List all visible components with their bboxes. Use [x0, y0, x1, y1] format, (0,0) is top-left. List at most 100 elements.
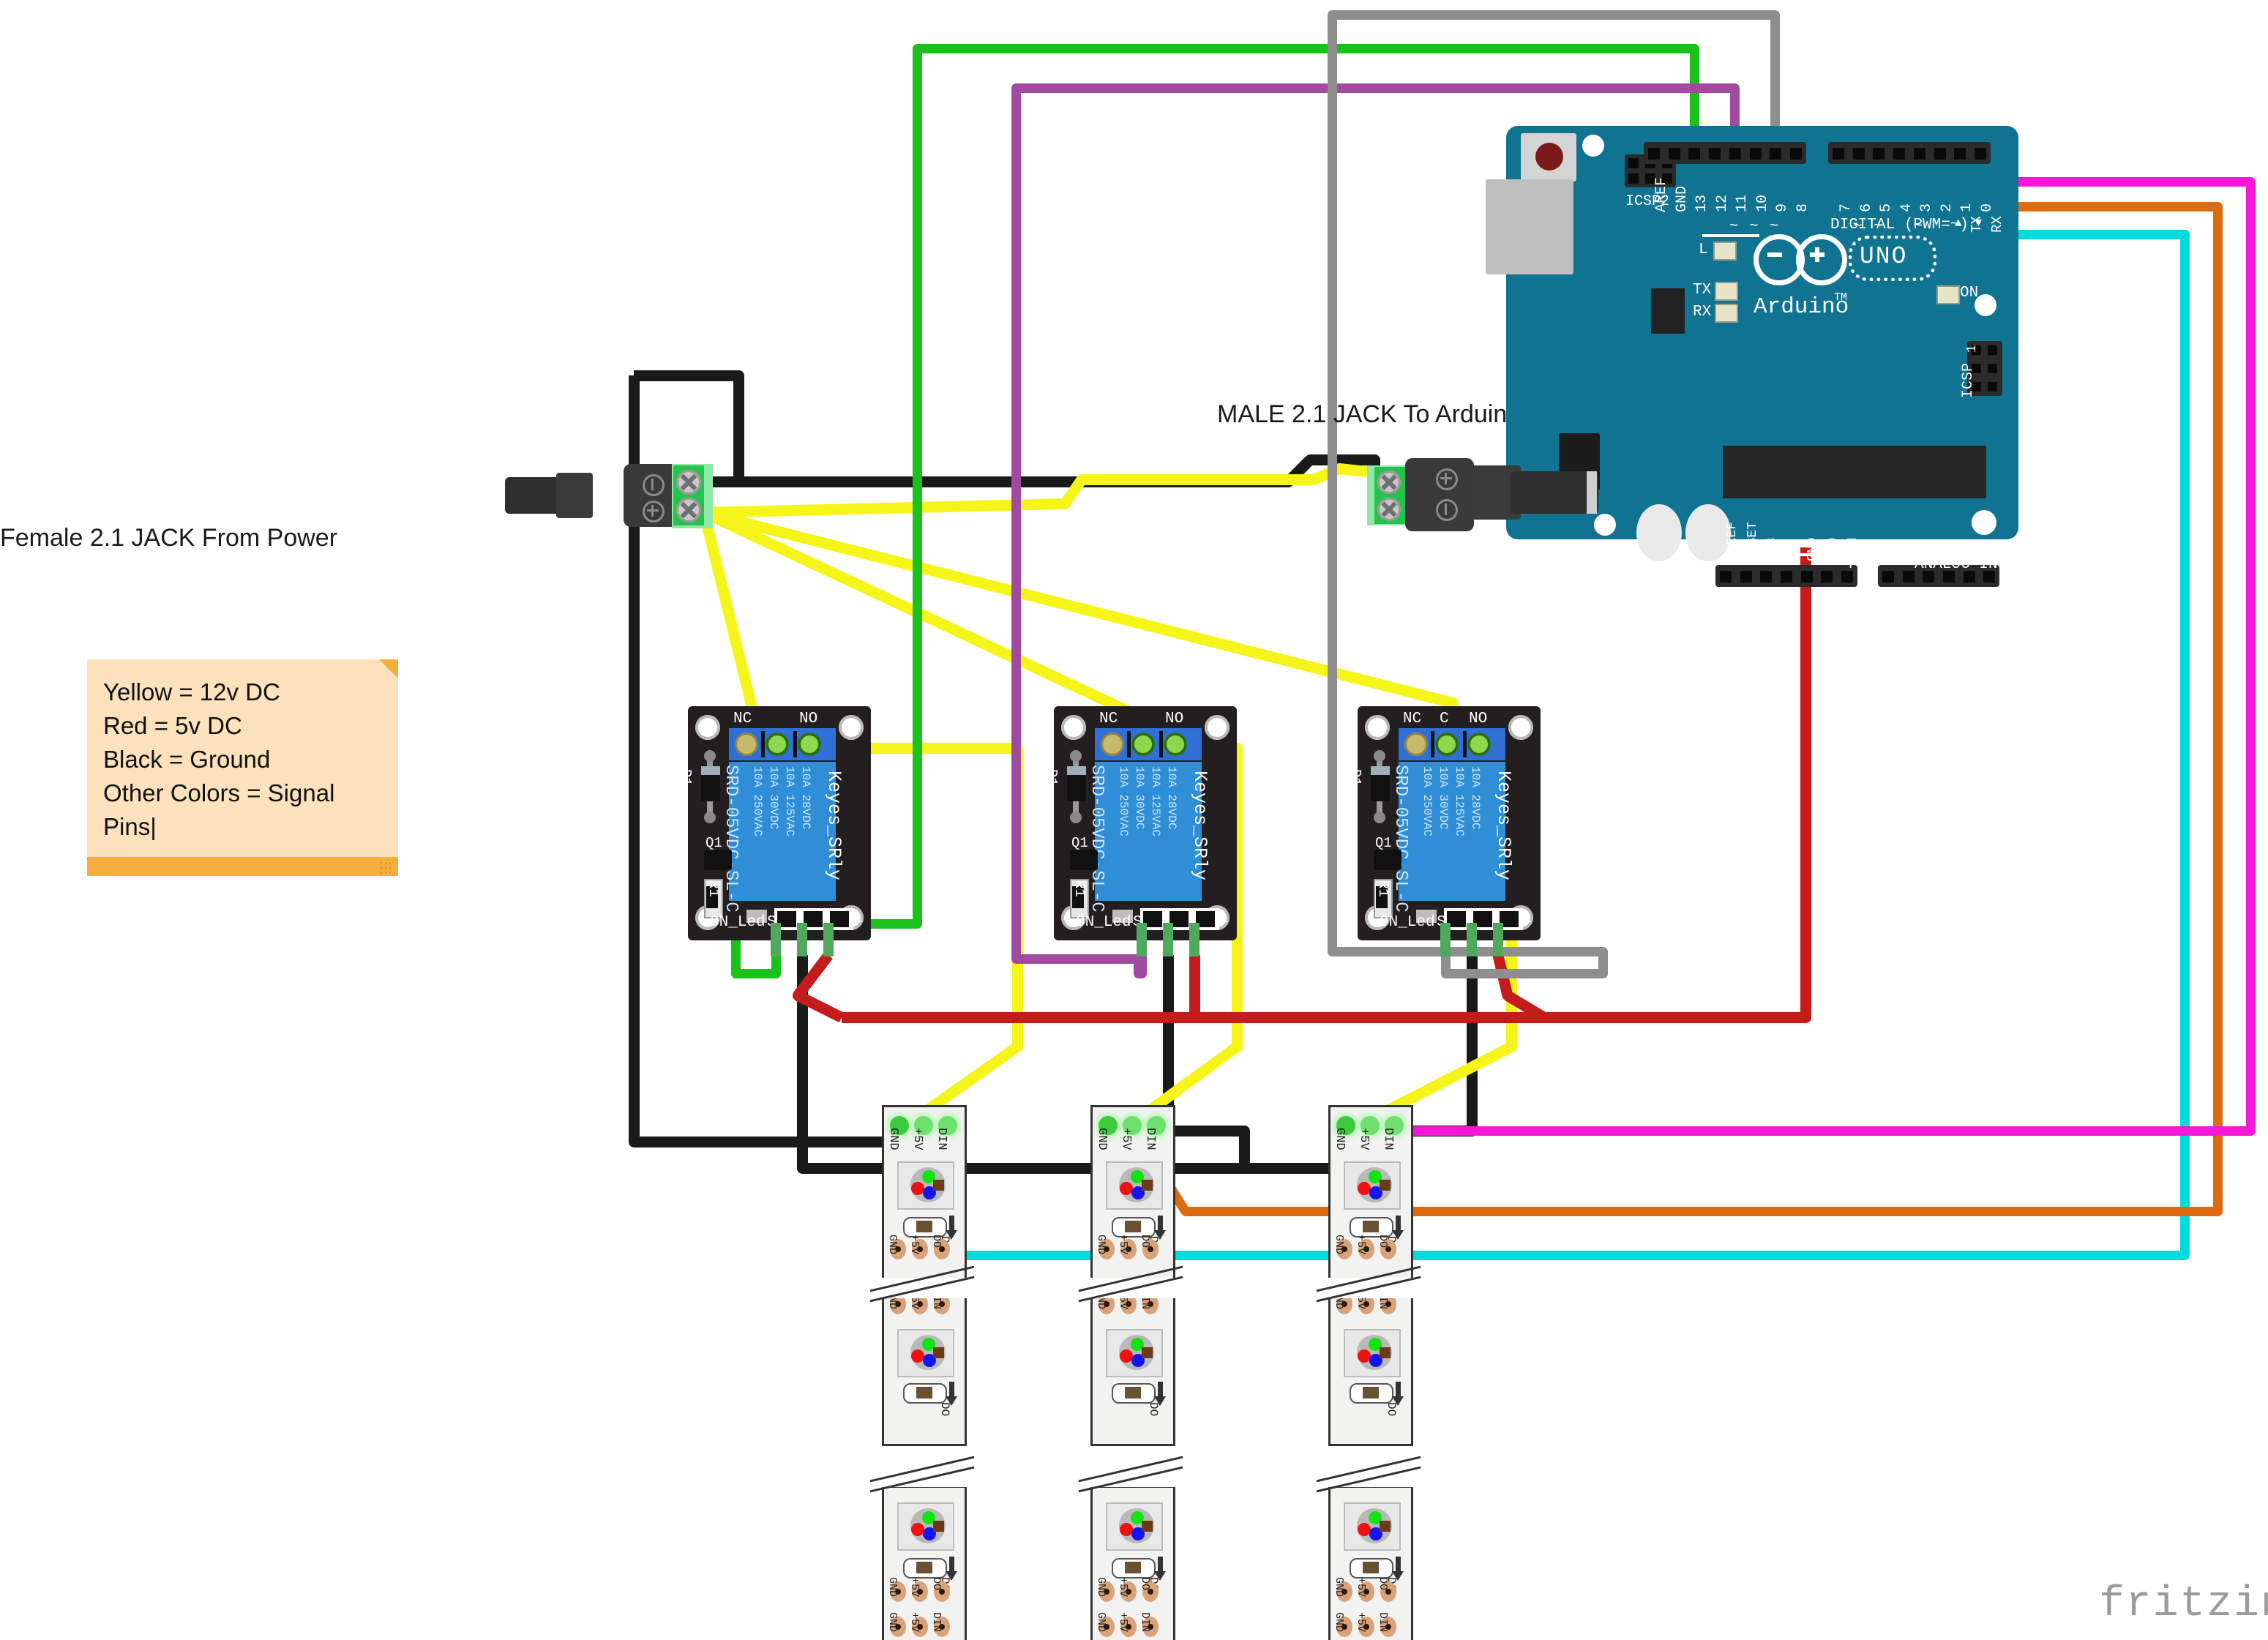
header-hole[interactable] [1832, 148, 1844, 160]
wire-yellow-12v-relay2-c[interactable] [701, 507, 1145, 722]
relay-male-pin[interactable] [823, 923, 834, 956]
header-hole[interactable] [1942, 571, 1955, 583]
wire-gray-d5-relay3-signal[interactable] [1327, 15, 1337, 951]
bot-in-pad[interactable] [1380, 1617, 1396, 1637]
terminal-screw-c[interactable] [1435, 733, 1459, 756]
wire-yellow-12v-strip1[interactable] [838, 742, 1017, 754]
wire-black-ground[interactable] [1168, 1125, 1244, 1137]
strip-solder-pad-2[interactable] [1147, 1116, 1166, 1135]
bot-out-pad[interactable] [890, 1581, 906, 1602]
wire-magenta-d10-strip3-data[interactable] [1385, 1126, 2250, 1136]
bot-out-pad[interactable] [1336, 1581, 1352, 1602]
terminal-screw-nc[interactable] [735, 733, 758, 756]
bot-in-pad[interactable] [1142, 1617, 1159, 1637]
icsp-header[interactable] [1967, 341, 2002, 396]
relay-male-pin[interactable] [1493, 923, 1503, 956]
strip-solder-pad-0[interactable] [1099, 1116, 1118, 1135]
header-hole[interactable] [1790, 148, 1803, 160]
header-hole[interactable] [1800, 571, 1813, 583]
terminal-screw-minus[interactable] [676, 470, 701, 495]
mid-out-pad[interactable] [912, 1239, 928, 1259]
strip-solder-pad-0[interactable] [890, 1116, 909, 1135]
wire-green-d7-relay1-signal[interactable] [917, 43, 1694, 53]
mid-in-pad[interactable] [1099, 1294, 1115, 1314]
wire-gray-d5-relay3-signal[interactable] [1332, 10, 1775, 20]
relay-male-pin[interactable] [1137, 923, 1147, 956]
bot-in-pad[interactable] [1358, 1617, 1374, 1637]
relay-male-pin[interactable] [1467, 923, 1477, 956]
wire-gray-d5-relay3-signal[interactable] [1445, 968, 1603, 978]
relay-male-pin[interactable] [1189, 923, 1200, 956]
reset-button[interactable] [1521, 133, 1576, 181]
wire-black-ground[interactable] [1466, 955, 1478, 1131]
mid-out-pad[interactable] [934, 1239, 950, 1259]
bot-in-pad[interactable] [1336, 1617, 1352, 1637]
terminal-screw-nc[interactable] [1101, 733, 1124, 756]
relay-male-pin[interactable] [1440, 923, 1451, 956]
header-hole[interactable] [1934, 148, 1946, 160]
terminal-screw-no[interactable] [1467, 733, 1491, 756]
wire-green-d7-relay1-signal[interactable] [736, 968, 776, 978]
wire-yellow-12v-relay3-c[interactable] [703, 506, 1454, 708]
mid-out-pad[interactable] [1358, 1239, 1374, 1259]
male-dc-jack[interactable] [1367, 439, 1623, 542]
terminal-screw-plus[interactable] [676, 498, 701, 523]
bot-in-pad[interactable] [912, 1617, 928, 1637]
wire-yellow-12v-to-male-jack[interactable] [1082, 473, 1314, 485]
header-hole[interactable] [1841, 571, 1854, 583]
terminal-screw-minus[interactable] [1377, 498, 1401, 521]
bot-in-pad[interactable] [890, 1617, 906, 1637]
header-hole[interactable] [1975, 148, 1987, 160]
wire-black-ground[interactable] [634, 1136, 888, 1147]
header-hole[interactable] [1873, 148, 1885, 160]
relay-male-pin[interactable] [1163, 923, 1173, 956]
bot-in-pad[interactable] [1120, 1617, 1137, 1637]
mid-in-pad[interactable] [934, 1294, 950, 1314]
wire-cyan-d12-strip1-data[interactable] [959, 1250, 2185, 1260]
header-hole[interactable] [1902, 571, 1915, 583]
header-hole[interactable] [1740, 571, 1752, 583]
header-hole[interactable] [1923, 571, 1935, 583]
digital-header-right[interactable] [1828, 142, 1991, 164]
mid-in-pad[interactable] [912, 1294, 928, 1314]
mid-out-pad[interactable] [1380, 1239, 1396, 1259]
header-hole[interactable] [1760, 571, 1773, 583]
header-hole[interactable] [1668, 148, 1680, 160]
terminal-screw-no[interactable] [798, 733, 821, 756]
bot-out-pad[interactable] [912, 1581, 928, 1602]
mid-out-pad[interactable] [1120, 1239, 1137, 1259]
wire-green-d7-relay1-signal[interactable] [912, 48, 922, 924]
header-hole[interactable] [1963, 571, 1975, 583]
mid-in-pad[interactable] [1336, 1294, 1352, 1314]
wire-black-ground[interactable] [1162, 955, 1174, 1131]
header-hole[interactable] [1749, 148, 1762, 160]
relay-male-pin[interactable] [771, 923, 781, 956]
strip-solder-pad-1[interactable] [914, 1116, 933, 1135]
strip-solder-pad-2[interactable] [938, 1116, 957, 1135]
mid-in-pad[interactable] [1380, 1294, 1396, 1314]
power-header[interactable] [1715, 565, 1857, 587]
relay-male-pin[interactable] [797, 923, 807, 956]
wire-black-ground[interactable] [628, 375, 640, 1142]
wire-purple-d6-relay2-signal[interactable] [1016, 954, 1138, 964]
header-hole[interactable] [1709, 148, 1721, 160]
header-hole[interactable] [1821, 571, 1833, 583]
wire-black-ground[interactable] [634, 370, 738, 381]
wire-red-5v-bus[interactable] [842, 1011, 1805, 1023]
bot-out-pad[interactable] [1142, 1581, 1159, 1602]
bot-in-pad[interactable] [1099, 1617, 1115, 1637]
wire-magenta-d10-strip3-data[interactable] [2245, 181, 2256, 1131]
wire-cyan-d12-strip1-data[interactable] [2179, 234, 2190, 1255]
wire-orange-d11-strip2-data[interactable] [2212, 206, 2223, 1211]
wire-black-to-male-jack[interactable] [1310, 454, 1374, 465]
mid-in-pad[interactable] [890, 1294, 906, 1314]
